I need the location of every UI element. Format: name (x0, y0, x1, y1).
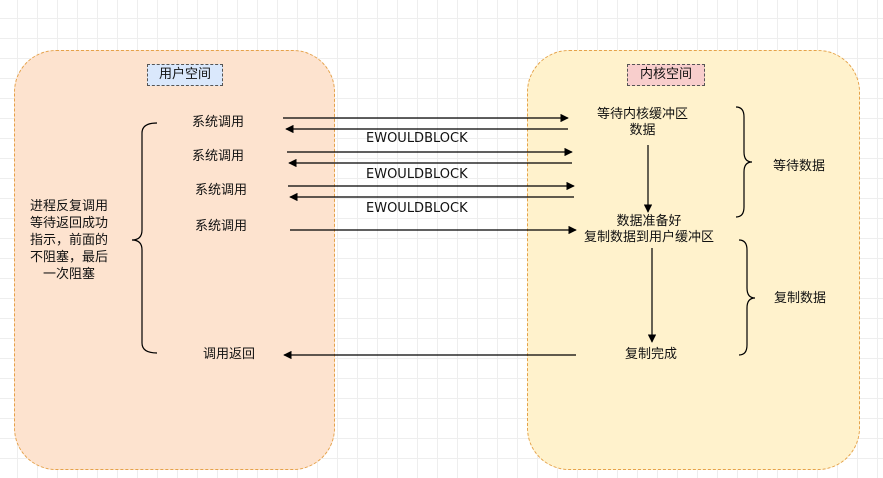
kernel-space-title: 内核空间 (627, 64, 705, 86)
syscall-label-3: 系统调用 (195, 183, 248, 198)
copy-data-brace (738, 239, 756, 356)
process-description: 进程反复调用 等待返回成功 指示，前面的 不阻塞，最后 一次阻塞 (30, 199, 109, 282)
ewouldblock-label-3: EWOULDBLOCK (366, 201, 468, 216)
left-brace (131, 122, 158, 354)
wait-data-brace (735, 106, 753, 218)
data-ready-label: 数据准备好 复制数据到用户缓冲区 (584, 214, 715, 245)
ewouldblock-label-2: EWOULDBLOCK (366, 167, 468, 182)
syscall-label-2: 系统调用 (192, 149, 245, 164)
user-space-title: 用户空间 (147, 64, 223, 86)
copy-done-label: 复制完成 (625, 347, 678, 362)
wait-kernel-buffer-label: 等待内核缓冲区 数据 (597, 107, 689, 138)
call-return-label: 调用返回 (203, 347, 256, 362)
copy-data-label: 复制数据 (774, 291, 827, 306)
ewouldblock-label-1: EWOULDBLOCK (366, 131, 468, 146)
syscall-label-1: 系统调用 (192, 115, 245, 130)
syscall-label-4: 系统调用 (195, 219, 248, 234)
wait-data-label: 等待数据 (773, 159, 826, 174)
kernel-space-panel (527, 50, 860, 470)
user-space-panel (14, 50, 335, 470)
